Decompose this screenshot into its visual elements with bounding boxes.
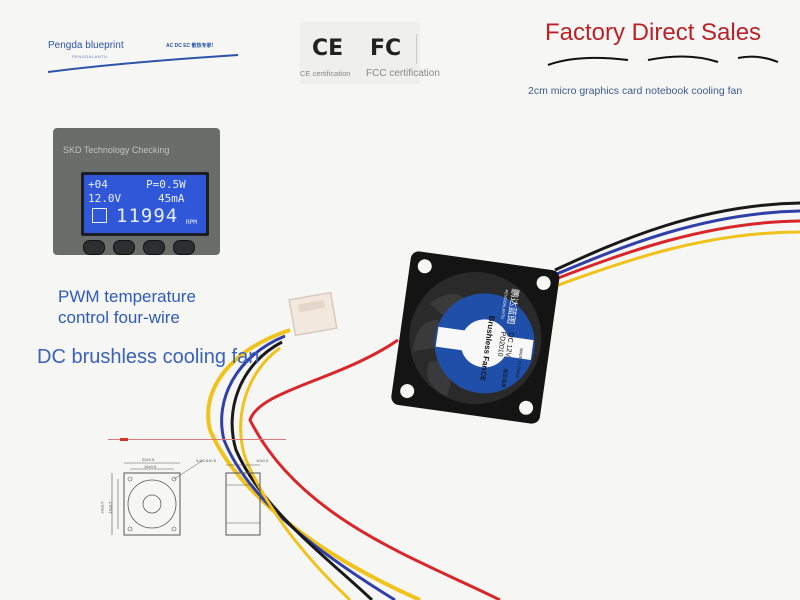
pwm-feature-line2: control four-wire — [58, 308, 180, 327]
wire-yellow-right — [544, 230, 800, 292]
drawing-rule-mark — [120, 438, 128, 441]
fan-label-origin: MADE IN CHINA — [515, 347, 525, 379]
lcd-power: P=0.5W — [146, 178, 186, 191]
logo-swoosh-icon — [48, 54, 239, 73]
lcd-display: +04 P=0.5W 12.0V 45mA 11994 RPM — [81, 172, 209, 236]
dim-left-inner: 16±0.5 — [107, 501, 113, 514]
fan-label-ce: CE — [478, 370, 487, 382]
meter-header: SKD Technology Checking — [63, 145, 170, 155]
pwm-feature-line1: PWM temperature — [58, 287, 196, 306]
title-decoration — [547, 55, 779, 66]
technical-drawing — [111, 460, 261, 536]
dim-side: 10±0.5 — [256, 458, 269, 463]
dc-brushless-title: DC brushless cooling fan — [37, 346, 260, 368]
ce-mark-icon: CE — [312, 36, 344, 61]
fan-label: 鹏达蓝图 PENGDALANTU Brushless Fan PD2010 DC… — [428, 279, 542, 402]
meter-button-1[interactable] — [83, 240, 105, 255]
lcd-rpm: 11994 — [116, 205, 179, 227]
wire-yellow-down — [206, 328, 421, 600]
logo-brand: Pengda blueprint — [48, 40, 124, 51]
wire-blue-right — [551, 209, 800, 278]
meter-button-3[interactable] — [143, 240, 165, 255]
rpm-meter: SKD Technology Checking +04 P=0.5W 12.0V… — [53, 128, 220, 255]
wire-red-right — [547, 219, 800, 284]
dim-inner: 16±0.5 — [144, 464, 157, 469]
drawing-rule — [108, 439, 286, 440]
product-subtitle: 2cm micro graphics card notebook cooling… — [528, 85, 743, 97]
logo-tagline: AC DC EC 散热专家! — [166, 43, 214, 49]
wire-black-down — [230, 340, 374, 600]
dim-top: 20±0.5 — [142, 457, 155, 462]
wire-yellow-down-2 — [239, 346, 352, 600]
lcd-current: 45mA — [158, 192, 185, 205]
brand-logo: Pengda blueprint AC DC EC 散热专家! PENGDALA… — [48, 38, 248, 78]
cert-divider — [416, 34, 417, 64]
fcc-mark-icon: FC — [370, 36, 402, 61]
fan-label-type: Brushless Fan — [479, 315, 497, 371]
logo-sub: PENGDALANTU — [72, 54, 108, 59]
cooling-fan — [391, 251, 560, 424]
dim-hole: 4-Ø2.6±0.5 — [196, 458, 216, 463]
wire-red-down — [248, 338, 501, 600]
wire-black-right — [554, 201, 800, 272]
fcc-caption: FCC certification — [366, 68, 440, 79]
meter-button-4[interactable] — [173, 240, 195, 255]
ce-caption: CE certification — [300, 69, 351, 78]
factory-title: Factory Direct Sales — [545, 19, 762, 46]
meter-button-2[interactable] — [113, 240, 135, 255]
certification-panel — [300, 22, 420, 84]
fan-label-bearing: 液压轴承 — [499, 367, 509, 389]
wire-blue-down — [220, 334, 396, 600]
lcd-rpm-unit: RPM — [186, 219, 197, 226]
lcd-temperature: +04 — [88, 178, 108, 191]
fan-status-icon — [92, 208, 107, 223]
dim-left: 20±0.5 — [99, 501, 105, 514]
wire-connector — [288, 291, 338, 337]
lcd-voltage: 12.0V — [88, 192, 122, 205]
